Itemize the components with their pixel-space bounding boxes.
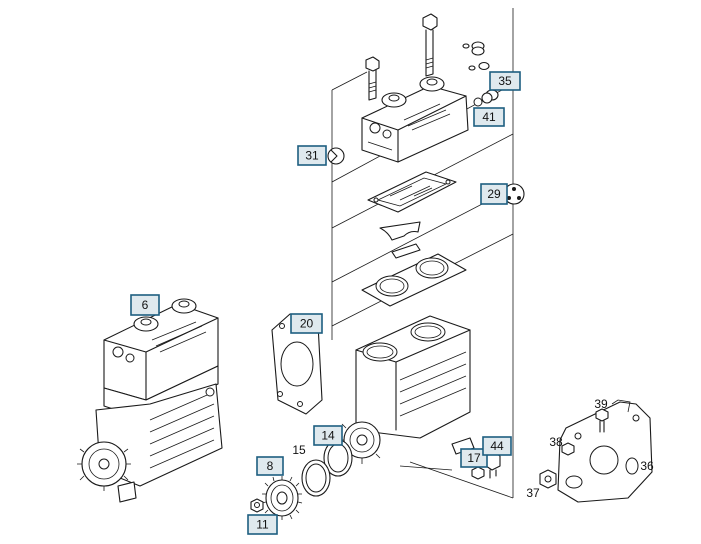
svg-text:41: 41	[482, 110, 496, 124]
svg-text:8: 8	[267, 459, 274, 473]
crankcase-exploded	[338, 315, 475, 464]
svg-text:6: 6	[142, 298, 149, 312]
svg-text:20: 20	[300, 317, 314, 331]
svg-text:14: 14	[321, 429, 335, 443]
mounting-bracket	[557, 399, 653, 503]
callout-35: 35	[489, 71, 521, 91]
fitting-stack	[462, 41, 499, 107]
head-bolt-long	[422, 13, 438, 77]
callout-6: 6	[130, 294, 160, 316]
label-39: 39	[594, 397, 608, 411]
svg-text:31: 31	[305, 149, 319, 163]
callout-29: 29	[480, 183, 508, 205]
svg-text:17: 17	[467, 451, 481, 465]
callout-11: 11	[247, 514, 278, 535]
head-bolt-short	[365, 56, 380, 101]
callout-14: 14	[313, 425, 343, 446]
drive-gear	[261, 476, 303, 520]
wrench-symbol	[327, 147, 345, 165]
bracket-screws	[539, 408, 609, 489]
callout-44: 44	[482, 436, 512, 456]
callout-31: 31	[297, 145, 327, 166]
cylinder-head-exploded	[361, 76, 469, 163]
callout-20: 20	[290, 313, 323, 334]
adhesive-symbol	[503, 183, 525, 205]
callout-17: 17	[460, 448, 488, 468]
valve-plate	[379, 221, 421, 259]
svg-text:29: 29	[487, 187, 501, 201]
label-38: 38	[549, 435, 563, 449]
assembled-compressor	[77, 298, 223, 503]
flange-gasket	[271, 313, 323, 415]
label-36: 36	[640, 459, 654, 473]
valve-gasket-upper	[367, 171, 457, 213]
callout-41: 41	[473, 107, 505, 127]
gear-nut	[250, 498, 264, 513]
svg-text:11: 11	[256, 518, 269, 532]
svg-text:35: 35	[498, 74, 512, 88]
callout-8: 8	[256, 456, 284, 476]
label-37: 37	[526, 486, 540, 500]
svg-text:44: 44	[490, 439, 504, 453]
o-rings	[301, 439, 353, 497]
cylinder-gasket	[361, 253, 467, 307]
label-15: 15	[292, 443, 306, 457]
